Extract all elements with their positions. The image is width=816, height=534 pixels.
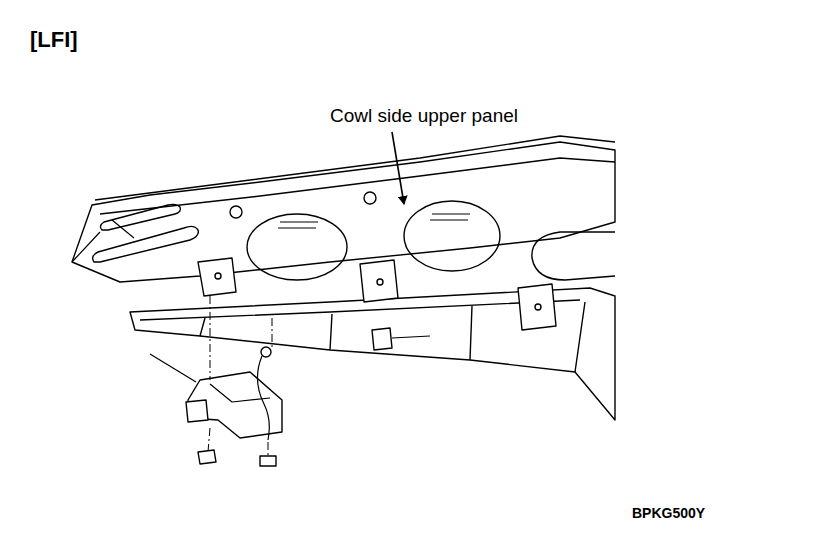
wire-connector xyxy=(372,328,392,350)
mount-tab xyxy=(360,260,398,302)
oval-hole xyxy=(404,201,500,271)
part-name: Cowl side upper panel xyxy=(330,106,518,127)
nut xyxy=(260,456,276,466)
oval-hole xyxy=(247,214,347,280)
rail-edge xyxy=(140,300,580,320)
nut xyxy=(198,450,216,464)
mount-tab xyxy=(518,284,556,330)
mount-tab xyxy=(198,258,236,296)
leader-arrow xyxy=(392,132,404,204)
figure-code: BPKG500Y xyxy=(632,506,705,521)
figure-title: [LFI] xyxy=(30,28,78,52)
slot xyxy=(100,204,180,230)
oval-hole xyxy=(532,232,615,280)
cowl-panel xyxy=(72,142,615,282)
slot xyxy=(93,226,199,262)
panel-flange xyxy=(95,136,615,200)
